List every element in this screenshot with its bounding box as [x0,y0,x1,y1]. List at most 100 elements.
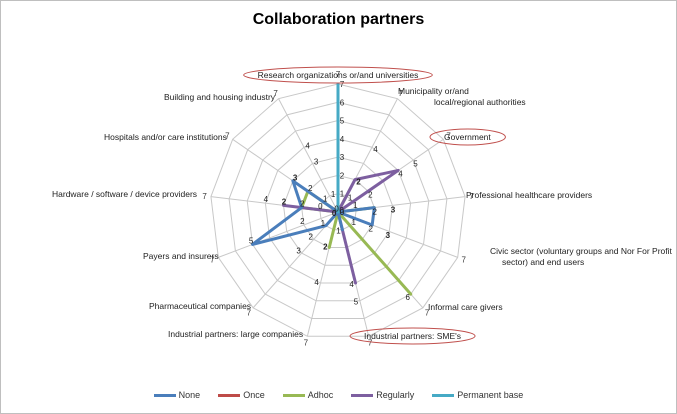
tick-label: 7 [247,309,252,318]
data-label: 4 [398,170,403,179]
data-label: 2 [373,208,378,217]
series-line [282,168,400,285]
axis-label: Industrial partners: SME's [364,331,461,341]
data-label: 4 [305,141,310,150]
data-label: 3 [293,174,298,183]
axis-label: Government [444,132,491,142]
data-label: 6 [406,293,411,302]
data-label: 2 [356,177,361,186]
data-label: 2 [309,233,314,242]
data-label: 1 [353,201,358,210]
axis-label: Informal care givers [428,302,503,312]
data-label: 2 [323,243,328,252]
data-label: 5 [340,117,345,126]
radar-axis-labels: Research organizations or/and universiti… [52,66,673,345]
tick-label: 7 [398,89,403,98]
tick-label: 7 [461,256,466,265]
data-label: 1 [348,194,353,203]
legend-item: Once [218,390,265,400]
grid-ring [228,101,448,320]
data-label: 3 [391,205,396,214]
axis-label: Research organizations or/and universiti… [258,70,419,80]
highlight-ellipse [429,128,506,146]
tick-label: 7 [368,338,373,347]
axis-label: Building and housing industry [164,92,276,102]
data-label: 2 [282,197,287,206]
axis-label: Industrial partners: large companies [168,329,303,339]
axis-label: Payers and insurers [143,251,219,261]
legend-swatch [218,393,241,397]
tick-label: 7 [225,132,230,141]
data-label: 4 [314,278,319,287]
legend-label: Adhoc [307,390,334,400]
radar-grid [210,83,466,337]
data-label: 3 [340,153,345,162]
data-label: 1 [336,227,341,236]
legend-label: Once [243,390,265,400]
tick-label: 7 [210,256,215,265]
axis-label: Hardware / software / device providers [52,189,197,199]
data-label: 0 [334,204,339,213]
data-label: 2 [300,200,305,209]
axis-label: Pharmaceutical companies [149,301,251,311]
grid-ring [264,138,412,284]
tick-label: 7 [202,192,207,201]
data-label: 1 [351,218,356,227]
data-label: 1 [321,219,326,228]
data-label: 3 [386,231,391,240]
legend-label: Permanent base [457,390,524,400]
data-label: 4 [340,135,345,144]
data-label: 7 [340,80,345,89]
data-label: 5 [413,159,418,168]
data-label: 5 [249,237,254,246]
axis-label: Hospitals and/or care institutions [104,132,227,142]
data-label: 1 [323,194,328,203]
axis-label: Professional healthcare providers [466,190,592,200]
legend-label: Regularly [376,390,415,400]
data-label: 0 [318,202,323,211]
data-label: 6 [340,98,345,107]
data-label: 2 [300,217,305,226]
legend-item: None [153,390,201,400]
tick-label: 7 [446,132,451,141]
data-label: 4 [264,195,269,204]
data-label: 3 [296,246,301,255]
chart-legend: None Once Adhoc Regularly Permanent base [0,390,677,400]
data-label: 1 [331,190,336,199]
grid-ring [283,156,393,266]
axis-label: Civic sector (voluntary groups and Nor F… [490,246,673,267]
legend-swatch [282,393,305,397]
data-label: 3 [314,158,319,167]
data-label: 1 [340,190,345,199]
tick-label: 7 [273,89,278,98]
data-label: 0 [332,209,337,218]
radar-series [251,82,413,296]
data-label: 2 [340,171,345,180]
data-label: 5 [354,298,359,307]
axis-spoke [252,211,339,309]
data-label: 2 [308,184,313,193]
data-label: 4 [373,145,378,154]
data-label: 2 [368,191,373,200]
tick-label: 7 [425,309,430,318]
legend-item: Permanent base [432,390,523,400]
highlight-ellipse [349,327,476,345]
legend-item: Regularly [351,390,414,400]
legend-item: Adhoc [282,390,334,400]
tick-label: 7 [336,70,341,79]
grid-ring [210,83,466,337]
data-label: 2 [369,225,374,234]
highlight-ellipse [243,66,433,84]
data-label: 0 [340,208,345,217]
data-label: 4 [349,280,354,289]
tick-label: 7 [469,192,474,201]
legend-swatch [153,393,176,397]
legend-swatch [351,393,374,397]
tick-label: 7 [304,338,309,347]
data-label: 0 [339,206,344,215]
legend-label: None [178,390,201,400]
grid-ring [246,120,430,302]
axis-spoke [218,211,339,258]
